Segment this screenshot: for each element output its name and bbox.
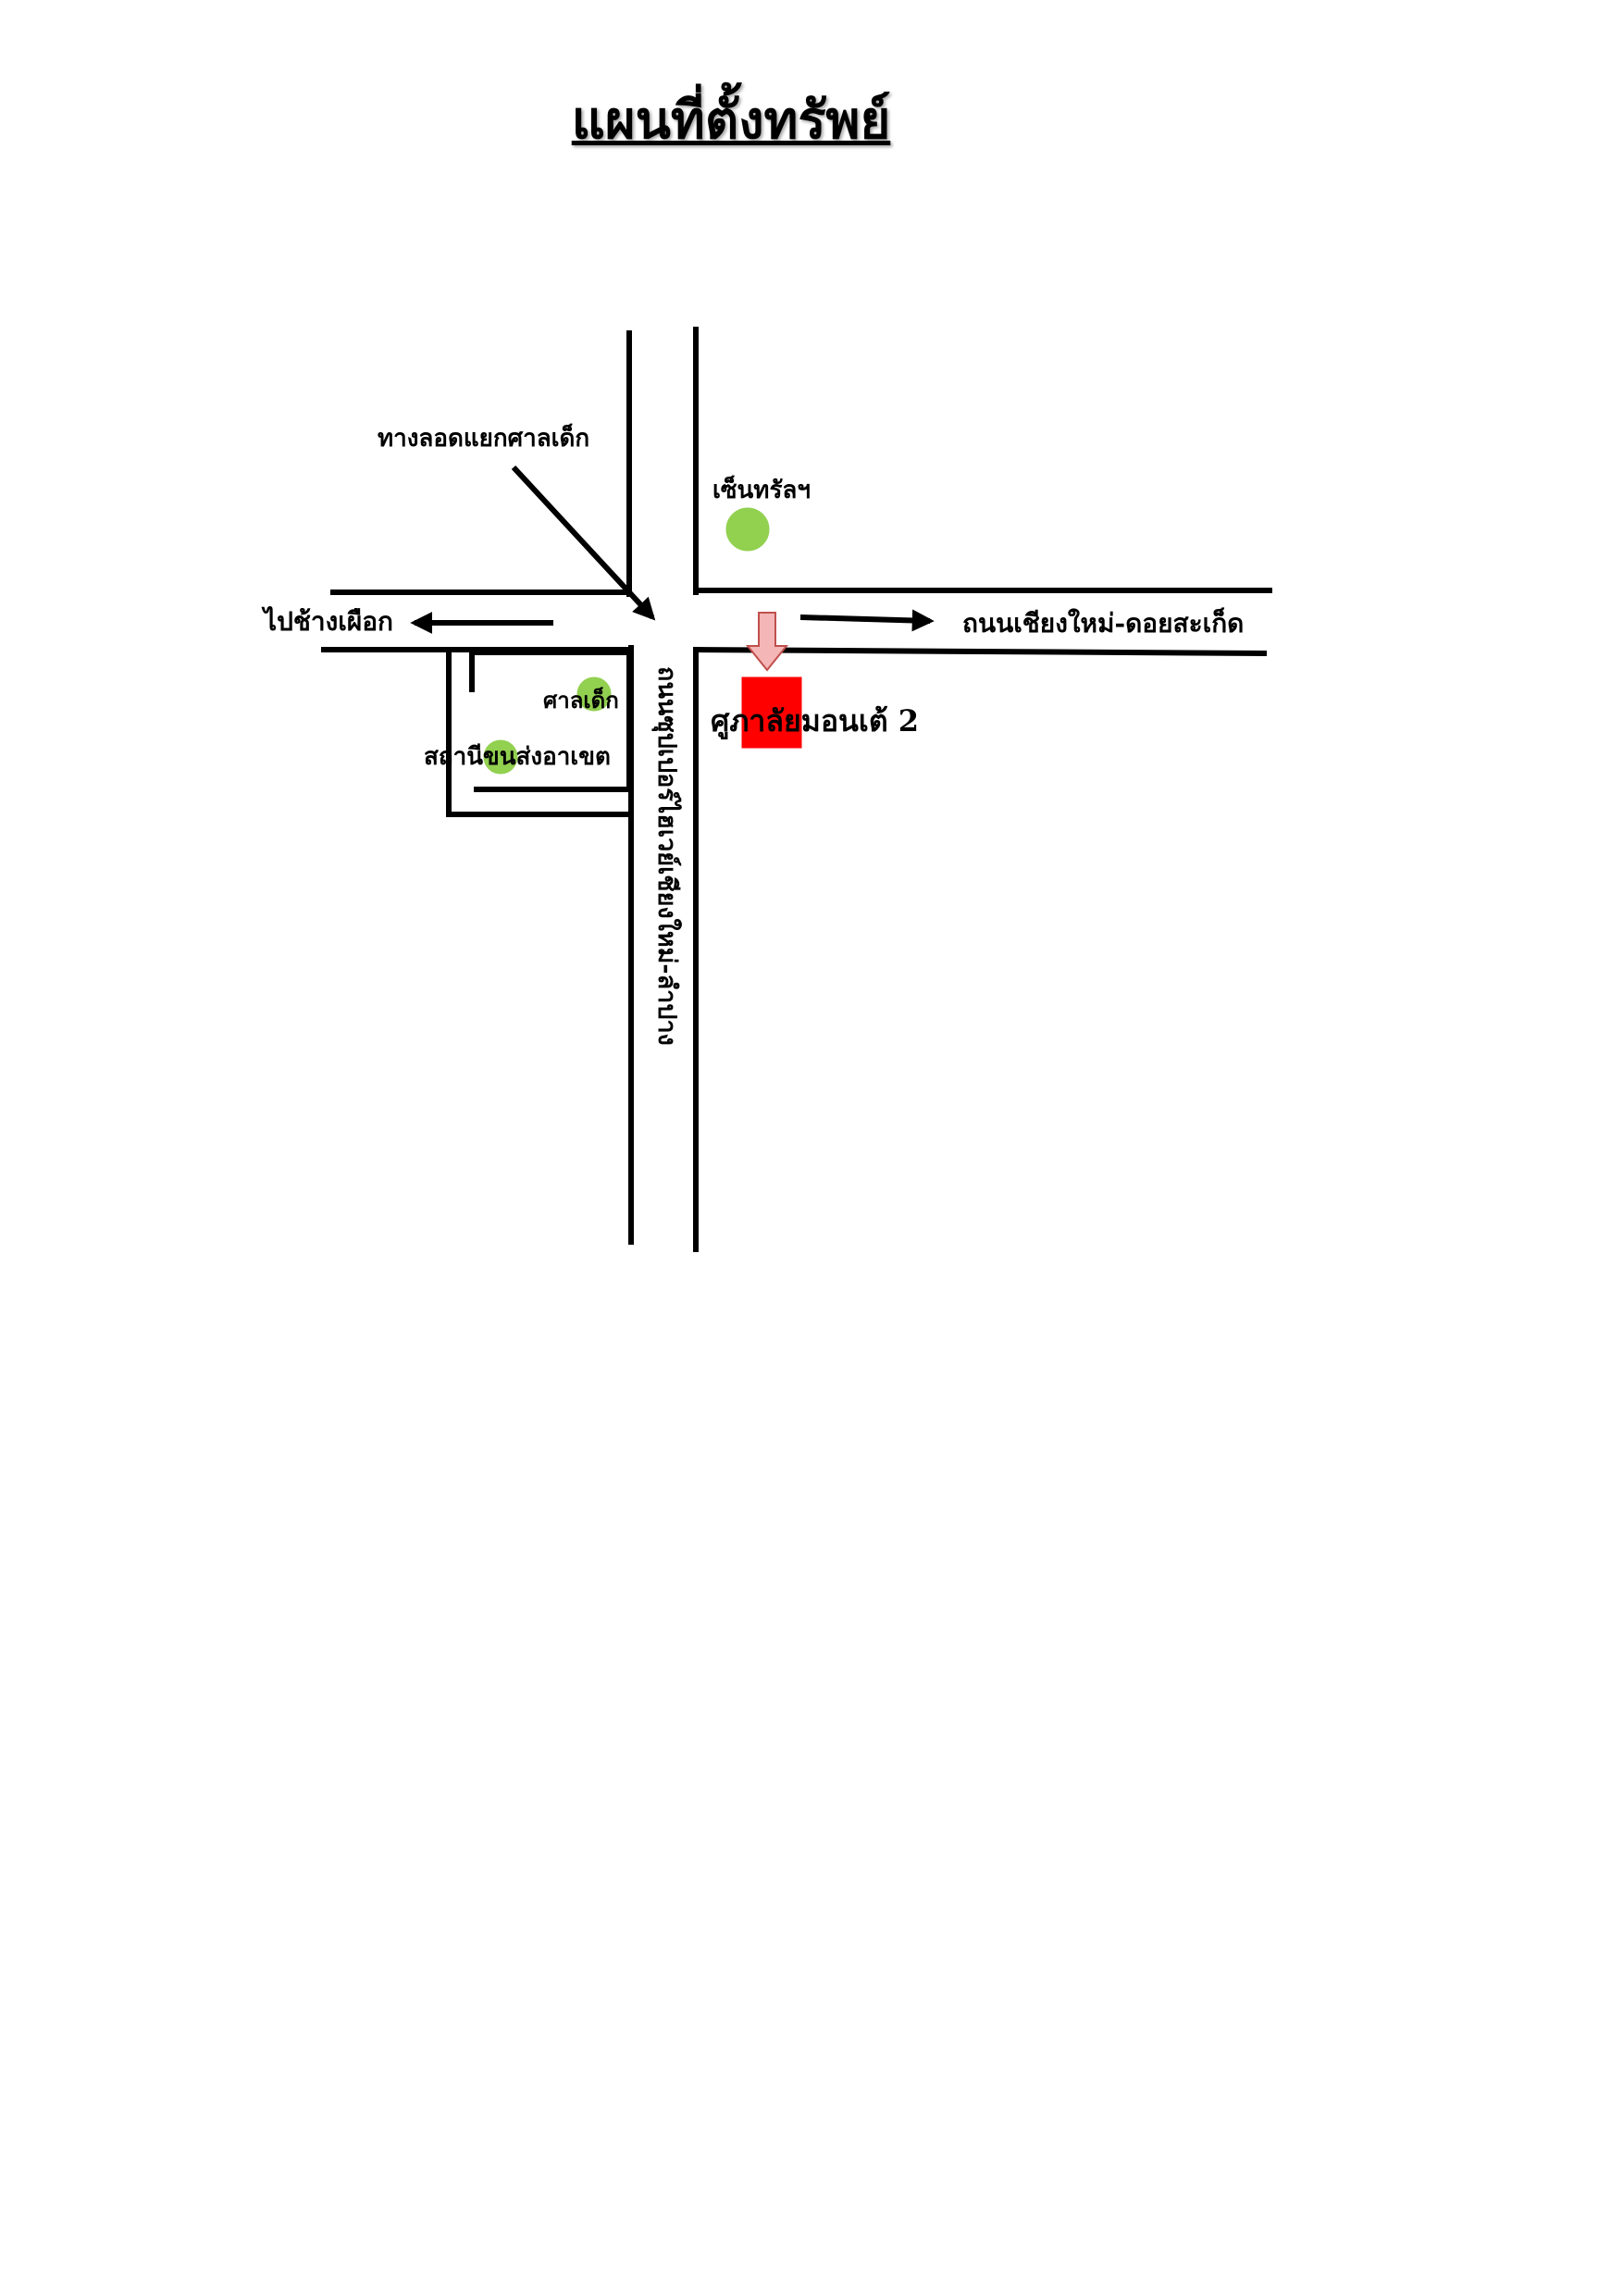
road-line xyxy=(692,646,1268,657)
road-doi-saket-label: ถนนเชียงใหม่-ดอยสะเก็ด xyxy=(962,607,1244,639)
road-network xyxy=(321,327,1272,1252)
super-highway-label: ถนนซุปเปอร์ไฮเวย์เชียงใหม่-ลำปาง xyxy=(651,666,682,1046)
direction-arrows xyxy=(410,465,935,634)
to-chang-phueak-label: ไปช้างเผือก xyxy=(261,606,393,637)
central-label: เซ็นทรัลฯ xyxy=(712,475,811,504)
property-label: ศูภาลัยมอนเต้ 2 xyxy=(711,703,919,740)
property-marker-icon xyxy=(738,674,805,751)
underpass-pointer-arrow xyxy=(511,465,656,621)
down-arrow-icon xyxy=(745,612,789,672)
children-court-marker-icon xyxy=(574,674,614,714)
east-arrow xyxy=(799,609,935,632)
page-title: แผนที่ตั้งทรัพย์ xyxy=(571,90,891,151)
central-marker-icon xyxy=(723,504,773,554)
transport-station-marker-icon xyxy=(480,737,521,777)
underpass-label: ทางลอดแยกศาลเด็ก xyxy=(378,423,589,453)
transport-station-label: สถานีขนส่งอาเขต xyxy=(424,743,611,771)
children-court-label: ศาลเด็ก xyxy=(543,687,619,714)
